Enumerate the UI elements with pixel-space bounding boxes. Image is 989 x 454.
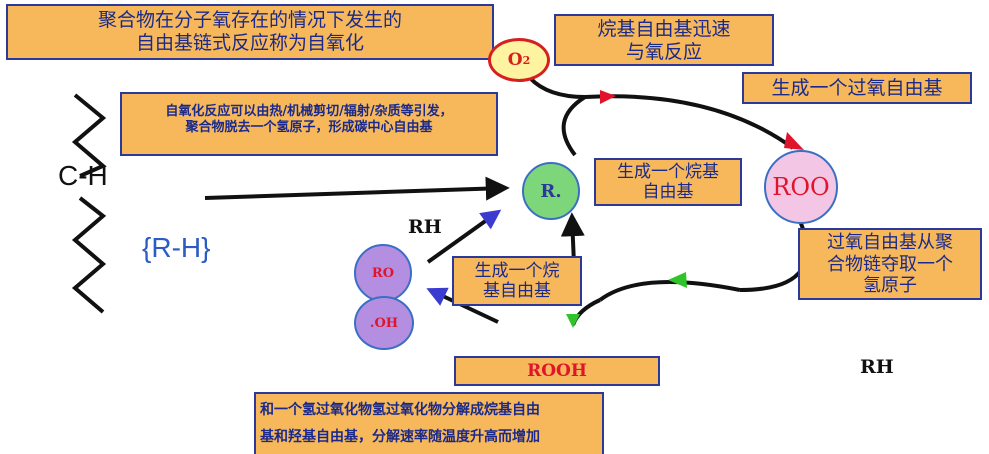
- decomposition-line-2: 基和羟基自由基，分解速率随温度升高而增加: [260, 428, 540, 445]
- cycle-bottom-arc: [598, 280, 741, 302]
- hydroxyl-radical-symbol: .OH: [369, 315, 399, 331]
- polymer-chain-upper: [71, 93, 107, 178]
- alkoxy-radical-node: RO: [354, 244, 412, 302]
- h-abstraction-line-3: 氢原子: [863, 275, 917, 297]
- peroxy-radical-box: 生成一个过氧自由基: [742, 72, 972, 104]
- title-line-2: 自由基链式反应称为自氧化: [135, 31, 364, 54]
- cycle-left-arc: [561, 95, 587, 157]
- rh-to-r-arrow: [426, 209, 502, 264]
- alkyl-radical-node: R.: [522, 162, 580, 220]
- polymer-chain-lower: [71, 196, 107, 314]
- alkyl-radical-box: 生成一个烷基 自由基: [594, 158, 742, 206]
- alkyl-radical-2-line-1: 生成一个烷: [474, 261, 560, 281]
- red-arrowhead-top: [600, 90, 616, 104]
- green-arrowhead-right: [668, 272, 687, 288]
- alkyl-radical-symbol: R.: [540, 180, 562, 202]
- alkyl-oxygen-line-2: 与氧反应: [625, 40, 702, 63]
- initiation-line-1: 自氧化反应可以由热/机械剪切/辐射/杂质等引发，: [165, 104, 453, 119]
- alkoxy-radical-symbol: RO: [371, 265, 395, 281]
- rooh-decomp-arrow: [426, 287, 499, 324]
- hydroxyl-radical-node: .OH: [354, 296, 414, 350]
- rh-left-label: RH: [408, 216, 442, 238]
- rooh-text: ROOH: [527, 361, 587, 381]
- ch-bond-label: C-H: [58, 160, 108, 191]
- rh-formula-label: {R-H}: [142, 232, 210, 264]
- o2-to-cycle-arrow: [528, 76, 586, 99]
- peroxy-radical-symbol: ROO: [772, 173, 830, 201]
- alkyl-radical-box-2: 生成一个烷 基自由基: [452, 256, 582, 306]
- red-arrowhead-roo: [784, 132, 804, 150]
- rh-brace-left: {: [142, 232, 152, 263]
- title-line-1: 聚合物在分子氧存在的情况下发生的: [97, 9, 402, 31]
- peroxy-radical-text: 生成一个过氧自由基: [771, 77, 943, 99]
- initiation-box: 自氧化反应可以由热/机械剪切/辐射/杂质等引发， 聚合物脱去一个氢原子，形成碳中…: [120, 92, 498, 156]
- autoxidation-definition-box: 聚合物在分子氧存在的情况下发生的 自由基链式反应称为自氧化: [6, 4, 494, 60]
- decomposition-line-1: 和一个氢过氧化物氢过氧化物分解成烷基自由: [260, 402, 540, 418]
- h-abstraction-line-1: 过氧自由基从聚: [827, 232, 953, 253]
- rh-right-label: RH: [860, 356, 894, 378]
- oxygen-subscript: 2: [522, 53, 531, 67]
- alkyl-radical-2-line-2: 基自由基: [483, 281, 551, 302]
- rooh-box: ROOH: [454, 356, 660, 386]
- decomposition-box: 和一个氢过氧化物氢过氧化物分解成烷基自由 基和羟基自由基，分解速率随温度升高而增…: [254, 392, 604, 454]
- h-abstraction-line-2: 合物链夺取一个: [827, 253, 953, 275]
- rh-brace-right: }: [201, 232, 211, 263]
- alkyl-radical-line-2: 自由基: [642, 182, 694, 203]
- alkyl-oxygen-line-1: 烷基自由基迅速: [597, 18, 731, 40]
- peroxy-radical-node: ROO: [764, 150, 838, 224]
- rh-formula-text: R-H: [151, 232, 202, 263]
- hydrogen-abstraction-box: 过氧自由基从聚 合物链夺取一个 氢原子: [798, 228, 982, 300]
- green-arrowhead-bottom: [566, 314, 580, 328]
- cycle-top-arc: [584, 94, 795, 150]
- alkyl-radical-line-1: 生成一个烷基: [617, 162, 719, 182]
- initiation-line-2: 聚合物脱去一个氢原子，形成碳中心自由基: [185, 119, 433, 135]
- alkyl-oxygen-box: 烷基自由基迅速 与氧反应: [554, 14, 774, 66]
- oxygen-symbol: O: [507, 50, 523, 70]
- initiation-arrow: [204, 176, 510, 201]
